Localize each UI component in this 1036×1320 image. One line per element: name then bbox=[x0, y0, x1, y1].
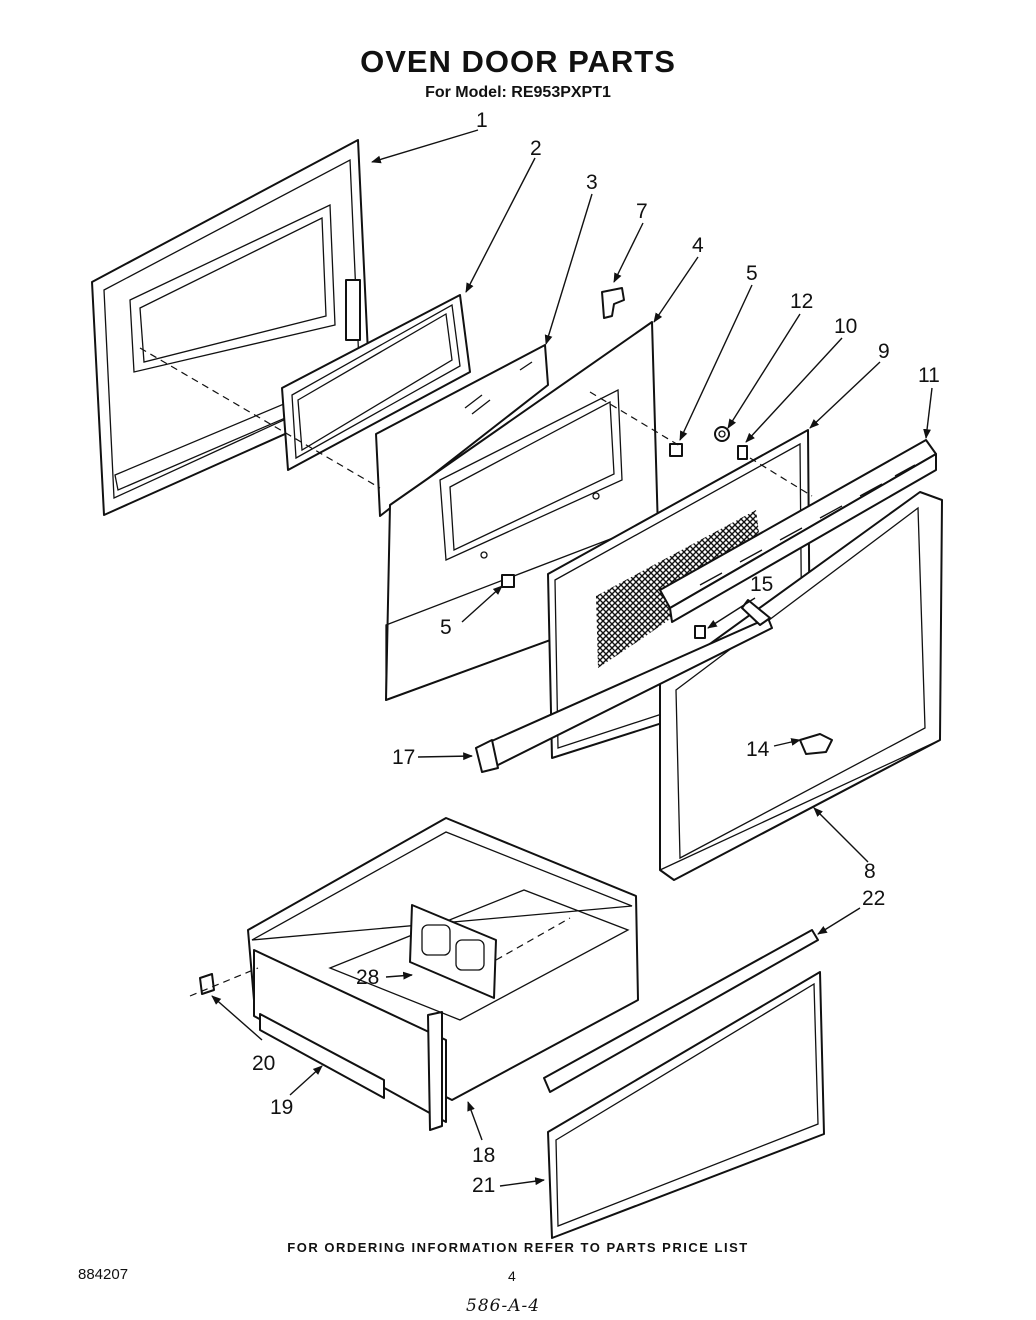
callout-8: 8 bbox=[864, 860, 876, 883]
clip-5-lower bbox=[501, 574, 515, 588]
callout-10: 10 bbox=[834, 315, 857, 338]
callout-2: 2 bbox=[530, 137, 542, 160]
handwritten-note: 586-A-4 bbox=[466, 1296, 541, 1316]
spacer-10 bbox=[737, 445, 748, 460]
callout-3: 3 bbox=[586, 171, 598, 194]
callout-7: 7 bbox=[636, 200, 648, 223]
callout-15: 15 bbox=[750, 573, 773, 596]
drawer-track-22 bbox=[543, 929, 819, 1093]
drawer-divider-28 bbox=[409, 904, 497, 999]
outer-door-panel bbox=[91, 139, 371, 516]
callout-5-lower: 5 bbox=[440, 616, 452, 639]
hinge-bracket-7 bbox=[601, 287, 625, 319]
window-gasket bbox=[281, 294, 471, 471]
model-number: For Model: RE953PXPT1 bbox=[425, 84, 611, 101]
drawer-stop-20 bbox=[199, 973, 215, 995]
page-number: 4 bbox=[508, 1268, 516, 1284]
inner-glass bbox=[375, 344, 549, 517]
document-number: 884207 bbox=[78, 1266, 129, 1283]
callout-18: 18 bbox=[472, 1144, 495, 1167]
page-title: OVEN DOOR PARTS bbox=[360, 44, 676, 79]
callout-19: 19 bbox=[270, 1096, 293, 1119]
door-clips bbox=[501, 287, 748, 588]
callout-17: 17 bbox=[392, 746, 415, 769]
drawer-front bbox=[543, 929, 825, 1239]
drawer-rail-19 bbox=[259, 1013, 385, 1099]
storage-drawer bbox=[199, 817, 639, 1131]
hinge-14 bbox=[799, 733, 833, 755]
callout-20: 20 bbox=[252, 1052, 275, 1075]
callout-22: 22 bbox=[862, 887, 885, 910]
alignment-lines bbox=[139, 347, 813, 997]
ordering-note: FOR ORDERING INFORMATION REFER TO PARTS … bbox=[287, 1240, 749, 1255]
bracket-15 bbox=[694, 625, 706, 639]
screw-12 bbox=[714, 426, 730, 442]
callout-11: 11 bbox=[918, 364, 940, 387]
drawer-slide-18 bbox=[427, 1011, 443, 1131]
clip-5-upper bbox=[669, 443, 683, 457]
callout-4: 4 bbox=[692, 234, 704, 257]
callout-1: 1 bbox=[476, 109, 488, 132]
leader-lines bbox=[211, 129, 933, 1187]
vent-trim bbox=[659, 439, 937, 623]
callout-28: 28 bbox=[356, 966, 379, 989]
callout-21: 21 bbox=[472, 1174, 495, 1197]
door-frame bbox=[659, 491, 943, 881]
callout-9: 9 bbox=[878, 340, 890, 363]
callout-5-upper: 5 bbox=[746, 262, 758, 285]
callout-12: 12 bbox=[790, 290, 813, 313]
callout-labels: 1 2 3 7 4 5 12 10 9 11 5 15 17 14 8 22 2… bbox=[252, 109, 940, 1197]
callout-14: 14 bbox=[746, 738, 770, 761]
door-handle-bar bbox=[475, 599, 833, 773]
